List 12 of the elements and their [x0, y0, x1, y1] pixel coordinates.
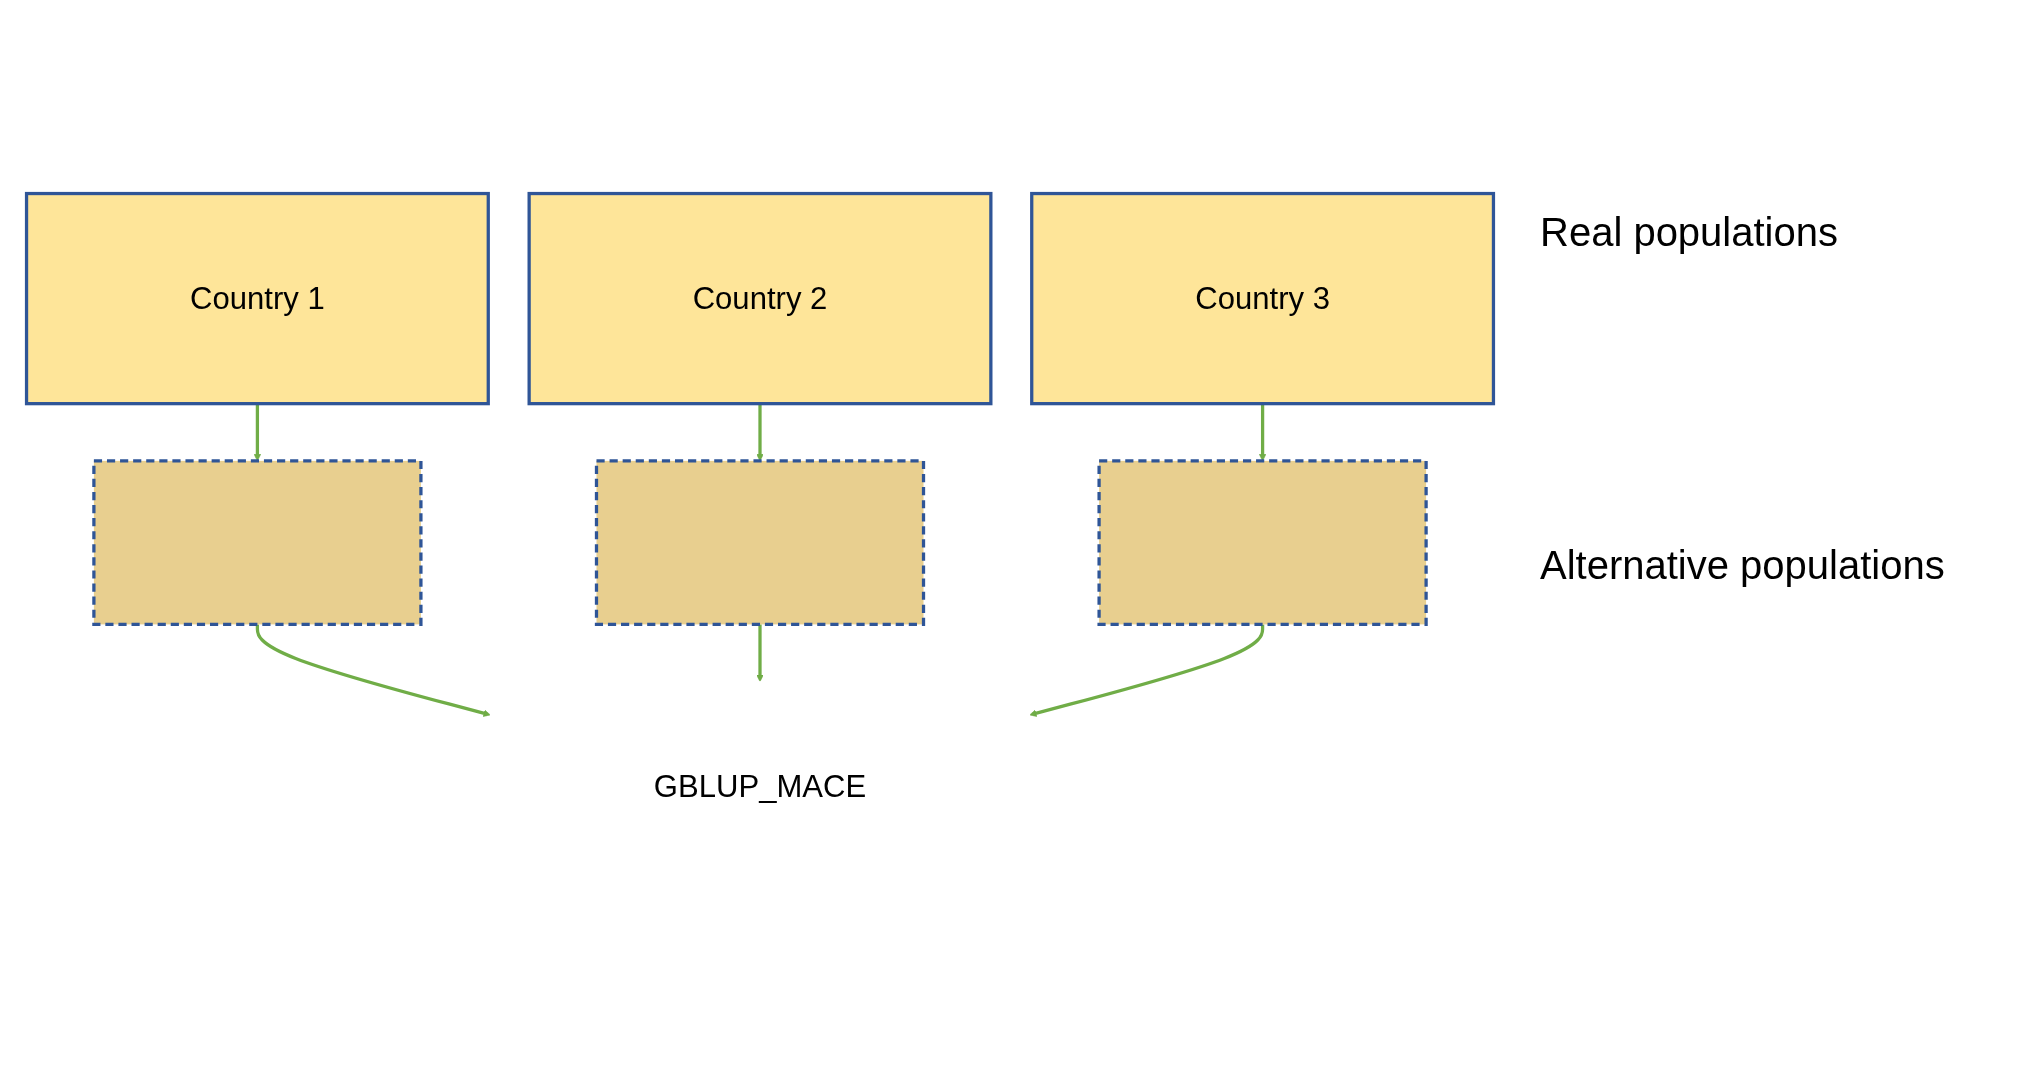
row-label: Real populations — [1540, 209, 1838, 255]
node-box: Country 2 — [527, 191, 993, 406]
node-box: Country 1 — [24, 191, 490, 406]
arrow — [1029, 624, 1265, 717]
arrow — [756, 624, 764, 682]
node-box: Country 3 — [1030, 191, 1496, 406]
arrow — [255, 624, 491, 717]
node-box — [594, 459, 926, 626]
node-text: GBLUP_MACE — [653, 768, 867, 804]
node-box — [1097, 459, 1428, 626]
node-box — [92, 459, 423, 626]
row-label: Alternative populations — [1540, 542, 1945, 588]
